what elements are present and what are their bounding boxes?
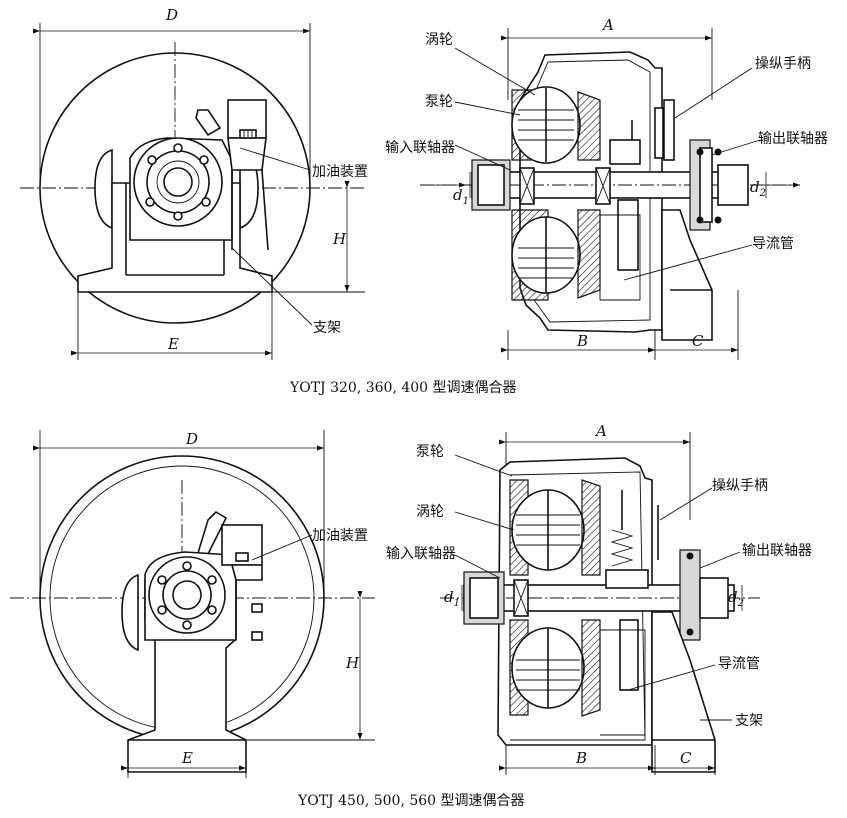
top-dim-d2: d2 — [750, 178, 766, 199]
bottom-dim-E: E — [181, 749, 193, 767]
top-label-pump: 泵轮 — [425, 94, 453, 110]
top-end-view — [20, 23, 365, 360]
bottom-caption: YOTJ 450, 500, 560 型调速偶合器 — [297, 793, 525, 809]
top-label-control-handle: 操纵手柄 — [755, 56, 811, 72]
bottom-end-view — [10, 430, 375, 778]
bottom-label-guide-tube: 导流管 — [718, 656, 760, 672]
bottom-label-turbine: 涡轮 — [416, 504, 444, 520]
bottom-label-oil-filler: 加油装置 — [312, 528, 368, 544]
top-dim-B: B — [576, 332, 588, 350]
top-label-bracket: 支架 — [313, 320, 341, 336]
top-label-oil-filler: 加油装置 — [312, 164, 368, 180]
top-label-output-coupling: 输出联轴器 — [758, 131, 828, 147]
top-dim-H: H — [332, 230, 347, 248]
top-section-view — [420, 28, 800, 360]
top-end-view-labels: D H E 加油装置 支架 — [165, 6, 368, 353]
bottom-dim-D: D — [185, 430, 198, 448]
top-label-guide-tube: 导流管 — [752, 236, 794, 252]
top-dim-C: C — [692, 332, 704, 350]
bottom-label-pump: 泵轮 — [416, 444, 444, 460]
top-dim-D: D — [165, 6, 178, 24]
top-section-view-labels: A B C d1 d2 涡轮 泵轮 输入联轴器 操纵手柄 输出联轴器 导流管 — [385, 16, 828, 350]
bottom-dim-H: H — [345, 654, 360, 672]
top-dim-E: E — [167, 335, 179, 353]
top-label-input-coupling: 输入联轴器 — [385, 140, 455, 156]
bottom-section-view-labels: A B C d1 d2 泵轮 涡轮 输入联轴器 操纵手柄 输出联轴器 导流管 支… — [386, 422, 812, 767]
bottom-label-output-coupling: 输出联轴器 — [742, 543, 812, 559]
bottom-dim-B: B — [575, 749, 587, 767]
top-dim-d1: d1 — [453, 186, 469, 207]
bottom-dim-A: A — [594, 422, 607, 440]
bottom-dim-C: C — [680, 749, 692, 767]
top-dim-A: A — [601, 16, 614, 34]
bottom-label-bracket: 支架 — [735, 713, 763, 729]
bottom-label-input-coupling: 输入联轴器 — [386, 546, 456, 562]
bottom-dim-d2: d2 — [728, 588, 744, 609]
top-caption: YOTJ 320, 360, 400 型调速偶合器 — [289, 380, 517, 396]
bottom-end-view-labels: D H E 加油装置 — [181, 430, 368, 767]
top-label-turbine: 涡轮 — [425, 32, 453, 48]
bottom-dim-d1: d1 — [444, 588, 460, 609]
bottom-label-control-handle: 操纵手柄 — [712, 478, 768, 494]
bottom-section-view — [440, 432, 760, 775]
